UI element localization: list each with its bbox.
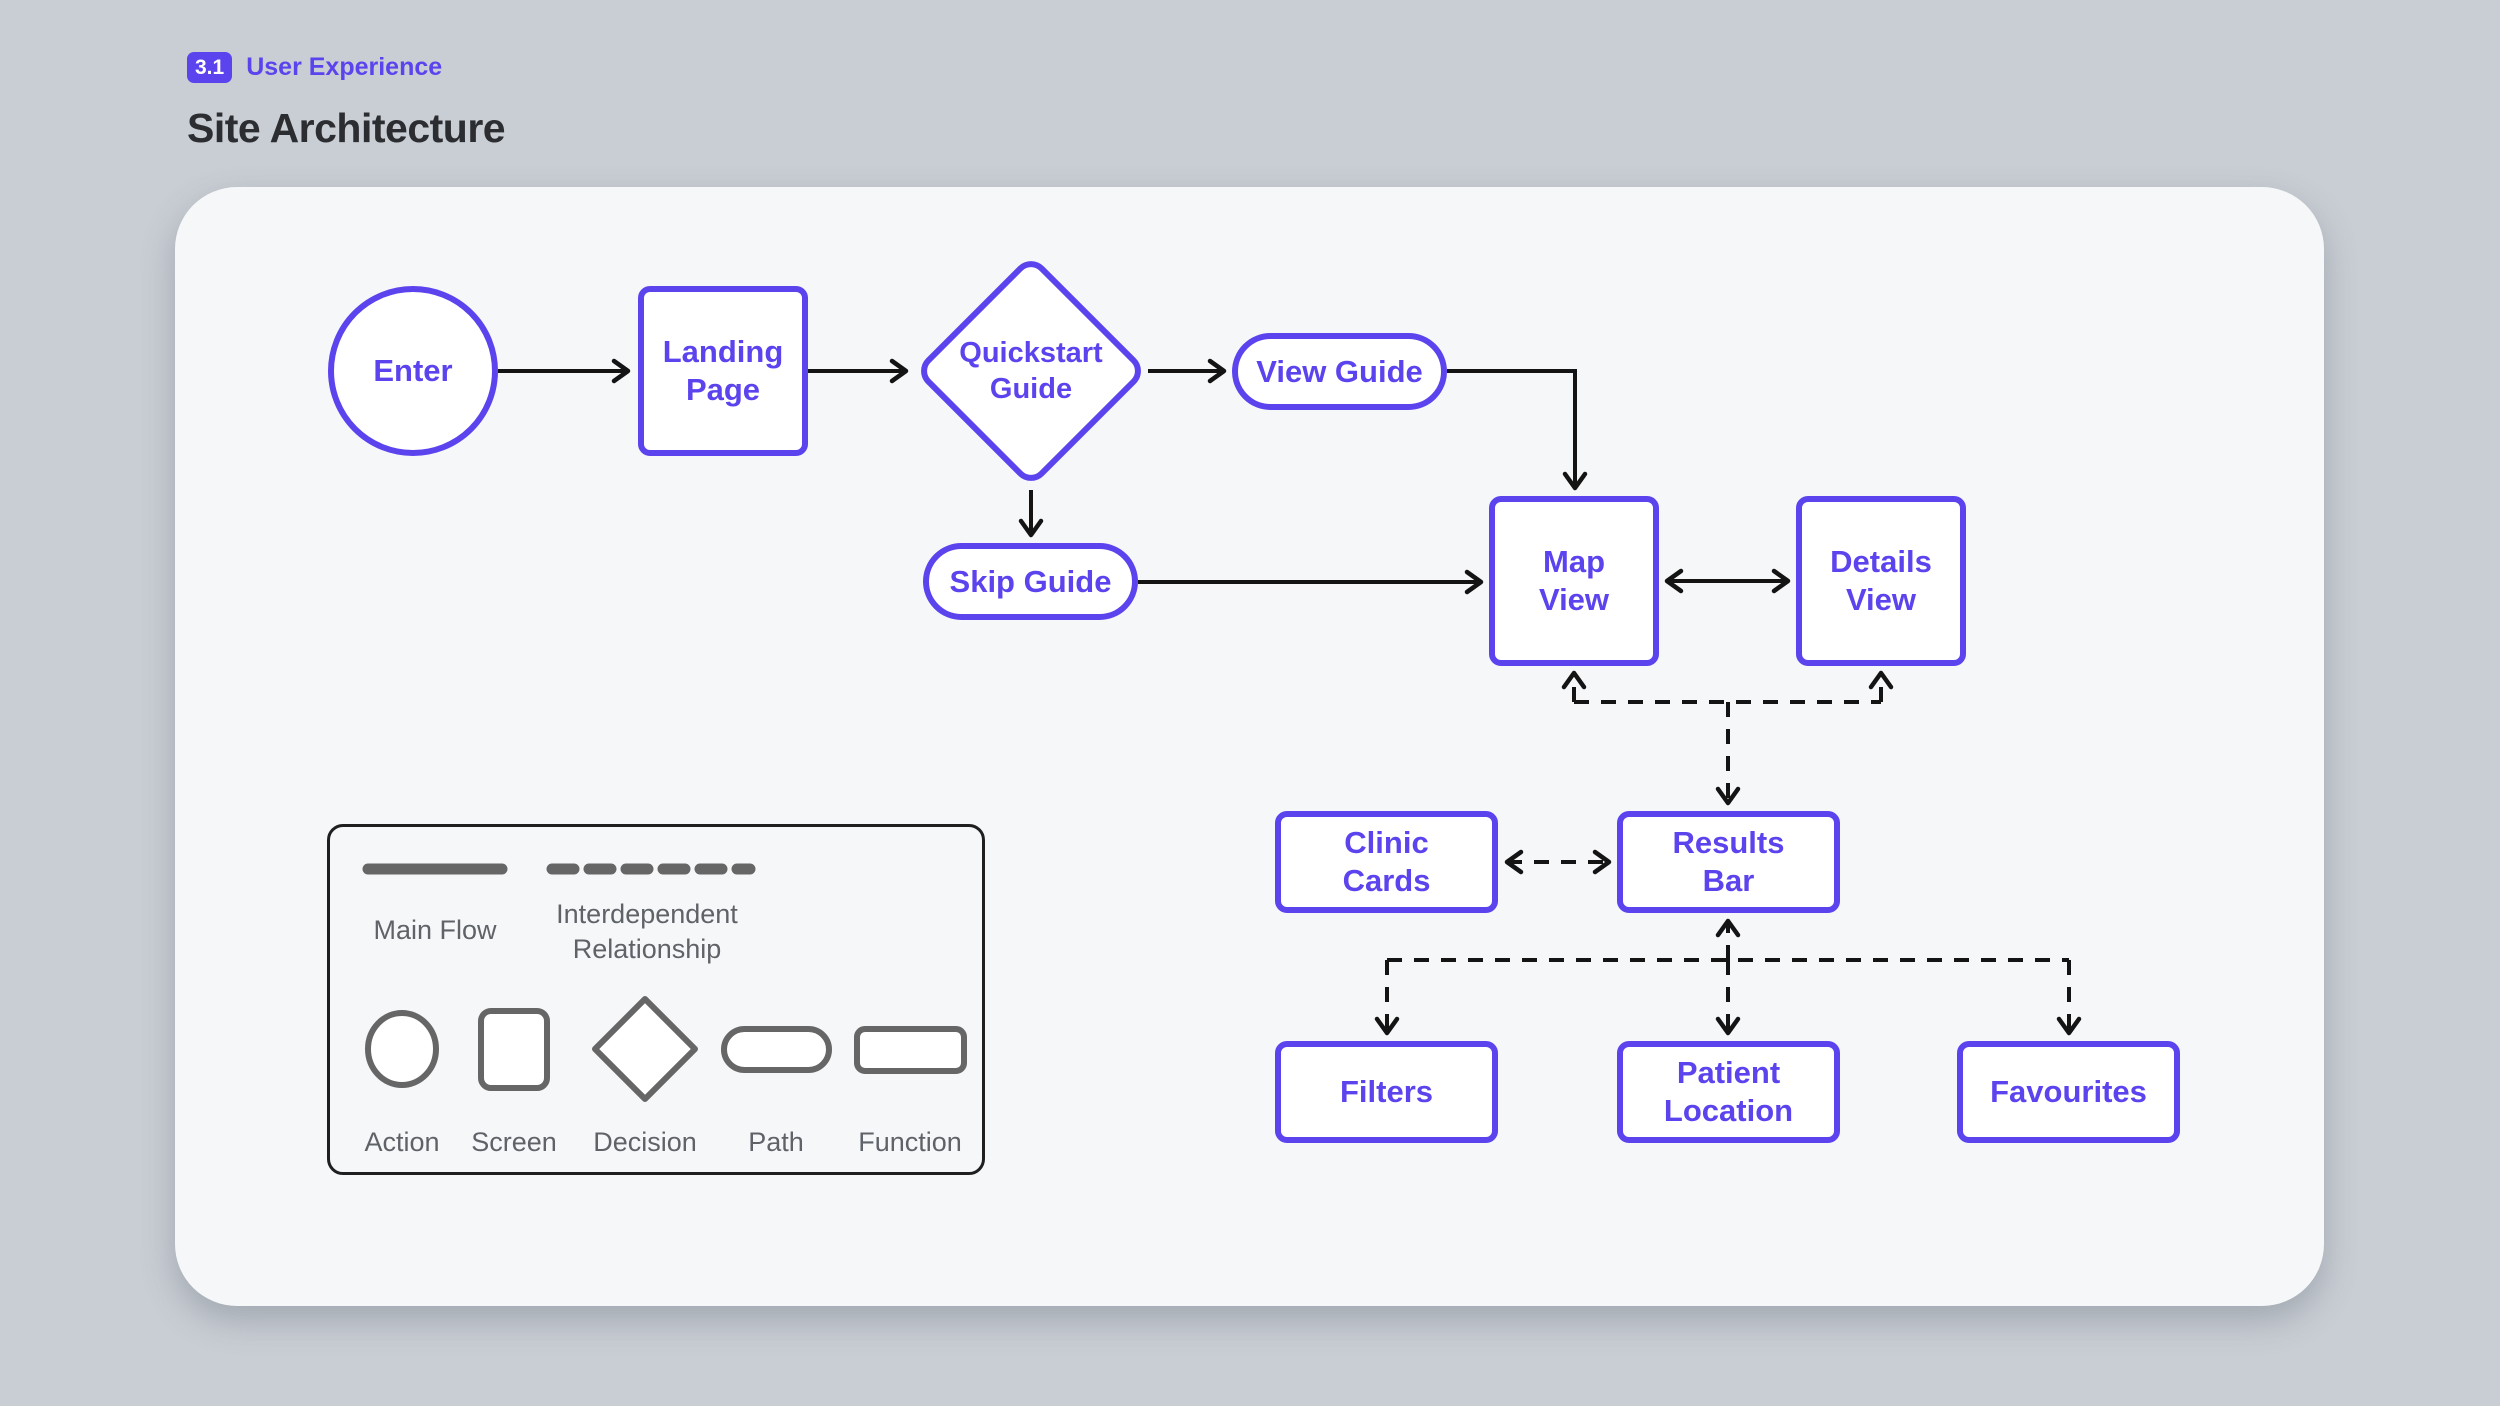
node-view-guide: View Guide <box>1232 333 1447 410</box>
node-enter: Enter <box>328 286 498 456</box>
node-favourites: Favourites <box>1957 1041 2180 1143</box>
legend-screen-label: Screen <box>471 1127 557 1157</box>
node-landing-page: Landing Page <box>638 286 808 456</box>
page-title: Site Architecture <box>187 105 506 152</box>
legend-decision-diamond <box>592 996 698 1102</box>
legend-action-label: Action <box>364 1127 440 1157</box>
section-badge-row: 3.1 User Experience <box>187 52 505 84</box>
node-patient-location: Patient Location <box>1617 1041 1840 1143</box>
legend-decision-label: Decision <box>593 1127 697 1157</box>
section-number-badge: 3.1 <box>187 52 233 84</box>
legend-function-rectangle <box>854 1026 967 1074</box>
node-map-view: Map View <box>1489 496 1659 666</box>
legend-graphics <box>362 863 967 1102</box>
node-details-view: Details View <box>1796 496 1966 666</box>
node-clinic-cards: Clinic Cards <box>1275 811 1498 913</box>
legend-path-stadium <box>721 1026 832 1073</box>
legend-path-label: Path <box>748 1127 804 1157</box>
legend-interdependent-label: Interdependent Relationship <box>556 899 738 965</box>
node-skip-guide: Skip Guide <box>923 543 1138 620</box>
section-category-label: User Experience <box>246 53 443 82</box>
legend-action-circle <box>365 1010 439 1088</box>
node-quickstart-guide-label: Quickstart Guide <box>959 336 1103 405</box>
legend-function-label: Function <box>858 1127 962 1157</box>
node-filters: Filters <box>1275 1041 1498 1143</box>
node-results-bar: Results Bar <box>1617 811 1840 913</box>
legend: Main Flow Interdependent Relationship Ac… <box>327 824 985 1175</box>
header: 3.1 User Experience Site Architecture <box>187 52 506 152</box>
legend-mainflow-label: Main Flow <box>373 915 497 945</box>
legend-screen-square <box>478 1008 550 1091</box>
